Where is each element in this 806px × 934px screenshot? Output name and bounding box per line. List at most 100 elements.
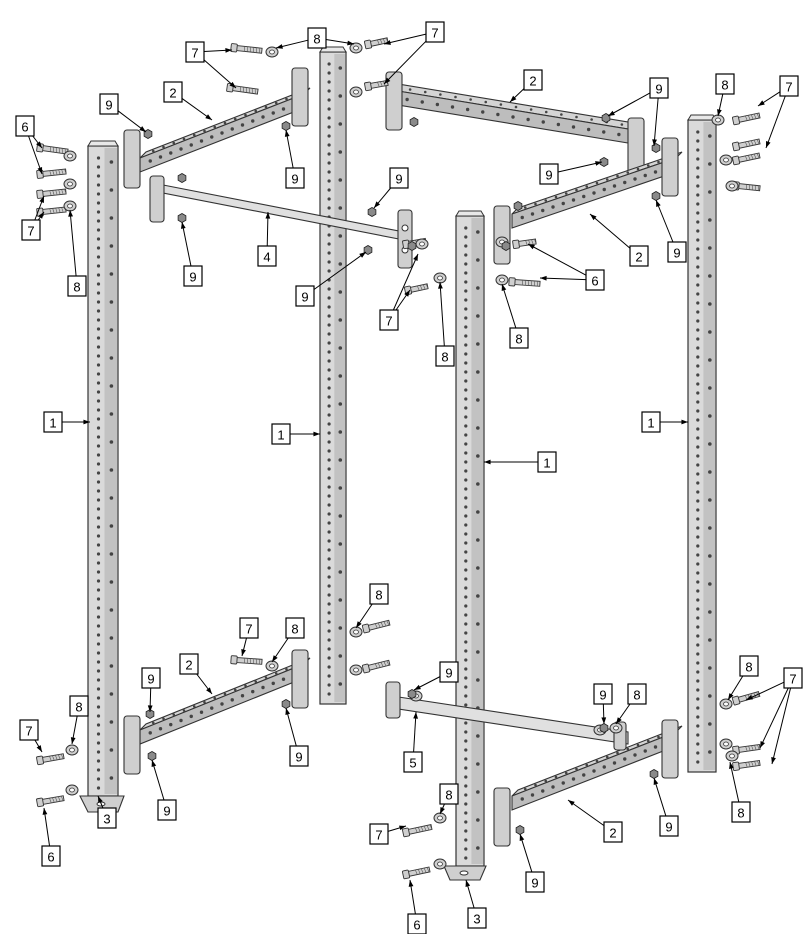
callout-box <box>403 751 423 773</box>
washer-15 <box>349 664 363 676</box>
callout-number: 4 <box>263 250 270 265</box>
callout-part-2: 2 <box>179 653 199 675</box>
callout-number: 7 <box>789 672 796 687</box>
leader-arrow <box>83 419 90 425</box>
leader-arrow <box>39 196 44 203</box>
leader-line <box>392 253 419 311</box>
leader-arrow <box>37 167 43 174</box>
leader-arrow <box>540 275 547 281</box>
bolt-2 <box>36 188 67 199</box>
callout-box <box>467 907 487 929</box>
callout-number: 2 <box>635 250 642 265</box>
leader-arrow <box>601 717 607 724</box>
callout-box <box>97 807 117 829</box>
leader-line <box>653 97 659 147</box>
callout-box <box>271 423 291 445</box>
leader-arrow <box>656 200 661 207</box>
callout-part-9: 9 <box>285 167 305 189</box>
leader-arrow <box>151 760 157 767</box>
callout-box <box>641 411 661 433</box>
upright-back-right <box>687 114 717 773</box>
leader-arrow <box>501 284 507 291</box>
callout-number: 9 <box>531 876 538 891</box>
callout-number: 8 <box>515 332 522 347</box>
callout-number: 9 <box>189 270 196 285</box>
callout-box <box>285 617 305 639</box>
leader-arrow <box>272 655 278 662</box>
callout-number: 1 <box>543 456 550 471</box>
callout-part-7: 7 <box>239 617 259 639</box>
callout-box <box>369 823 389 845</box>
callout-part-6: 6 <box>41 845 61 867</box>
leader-line <box>151 759 165 801</box>
callout-number: 9 <box>295 750 302 765</box>
pull-up-bar <box>157 183 405 241</box>
washer-11 <box>415 238 429 250</box>
callout-part-8: 8 <box>369 583 389 605</box>
leader-arrow <box>746 695 753 700</box>
callout-number: 8 <box>73 280 80 295</box>
callout-part-7: 7 <box>19 719 39 741</box>
callout-number: 9 <box>291 172 298 187</box>
leader-arrow <box>206 687 212 694</box>
callout-box <box>307 27 327 49</box>
leader-arrow <box>147 705 153 712</box>
callout-box <box>157 799 177 821</box>
bolt-18 <box>361 659 391 674</box>
callout-part-8: 8 <box>435 345 455 367</box>
callout-number: 6 <box>21 120 28 135</box>
leader-line <box>313 251 367 290</box>
callout-number: 9 <box>147 672 154 687</box>
washer-13 <box>265 660 279 672</box>
leader-arrow <box>760 741 765 748</box>
leader-arrow <box>36 141 42 148</box>
washer-8 <box>725 180 739 192</box>
nut-15 <box>281 699 291 709</box>
callout-part-8: 8 <box>67 275 87 297</box>
callout-box <box>183 265 203 287</box>
callout-part-9: 9 <box>289 745 309 767</box>
nut-11 <box>513 201 523 211</box>
callout-part-1: 1 <box>271 423 291 445</box>
leader-arrow <box>568 800 575 806</box>
bolt-21 <box>402 824 433 838</box>
nut-19 <box>515 825 525 835</box>
washer-22 <box>719 698 733 710</box>
callout-box <box>667 241 687 263</box>
callout-part-9: 9 <box>439 661 459 683</box>
leader-arrow <box>440 807 445 814</box>
leader-arrow <box>766 141 771 148</box>
callout-box <box>163 81 183 103</box>
washer-19 <box>433 858 447 870</box>
callout-part-8: 8 <box>307 27 327 49</box>
callout-number: 6 <box>413 918 420 933</box>
bolt-13 <box>508 277 541 287</box>
leader-arrow <box>438 282 443 289</box>
callout-part-8: 8 <box>285 617 305 639</box>
callout-part-8: 8 <box>69 695 89 717</box>
bolt-9 <box>732 138 761 152</box>
callout-box <box>509 327 529 349</box>
bolt-20 <box>36 795 65 808</box>
leader-arrow <box>313 431 320 437</box>
leader-line <box>519 833 533 873</box>
leader-arrow <box>616 717 622 724</box>
bolt-16 <box>230 655 263 665</box>
nut-7 <box>601 113 611 123</box>
leader-arrow <box>590 214 597 221</box>
leader-arrow <box>404 290 410 297</box>
callout-number: 2 <box>609 826 616 841</box>
callout-part-7: 7 <box>185 41 205 63</box>
bolt-15 <box>404 283 429 296</box>
callout-number: 8 <box>75 700 82 715</box>
callout-number: 7 <box>385 314 392 329</box>
crossbeam-bottom-right <box>493 719 683 847</box>
leader-arrow <box>728 693 734 700</box>
callout-box <box>289 745 309 767</box>
leader-line <box>771 687 792 765</box>
leader-line <box>69 209 77 277</box>
callout-part-9: 9 <box>99 93 119 115</box>
crossbeam-top-left <box>123 67 311 189</box>
washer-7 <box>719 154 733 166</box>
